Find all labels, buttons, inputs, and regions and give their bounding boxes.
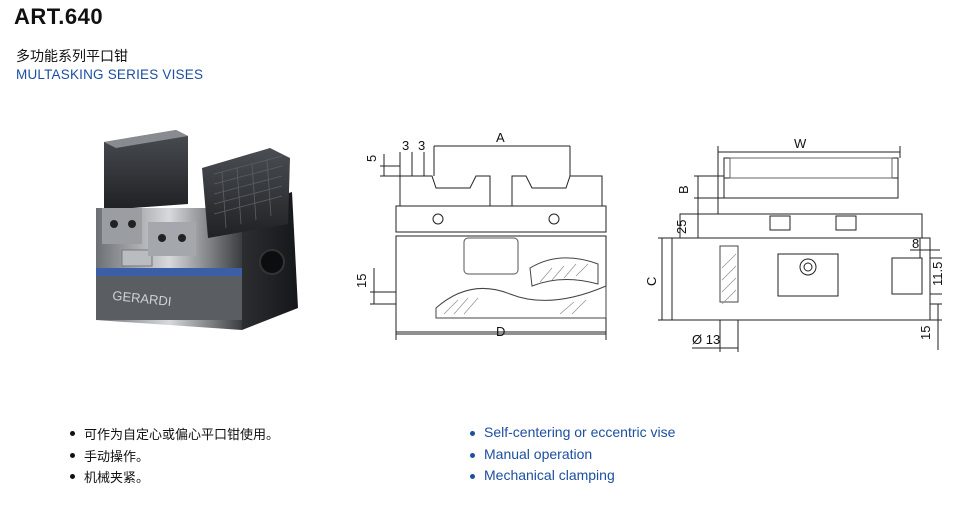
brand-engraving: GERARDI [112, 288, 172, 309]
dim-label-dia-13: Ø 13 [692, 332, 720, 347]
bullet-dot-icon [70, 452, 75, 458]
features-list-en: Self-centering or eccentric vise Manual … [470, 424, 675, 489]
dim-label-3-right: 3 [418, 138, 425, 153]
dim-label-d: D [496, 324, 505, 339]
dim-label-15-right: 15 [918, 326, 933, 340]
dim-label-8: 8 [912, 236, 919, 251]
feature-item-en: Mechanical clamping [470, 467, 675, 489]
bullet-dot-icon [470, 452, 475, 458]
vise-product-photo: GERARDI [96, 130, 298, 330]
bullet-dot-icon [70, 474, 75, 479]
front-view [395, 175, 607, 335]
side-view [671, 157, 931, 321]
dim-label-a: A [496, 130, 505, 145]
feature-item-en: Self-centering or eccentric vise [470, 424, 675, 446]
series-title-en: MULTASKING SERIES VISES [16, 67, 204, 82]
dim-label-c: C [644, 277, 659, 286]
bullet-dot-icon [470, 431, 475, 436]
feature-item-cn: 手动操作。 [70, 446, 279, 468]
feature-item-en: Manual operation [470, 446, 675, 468]
dim-label-25: 25 [674, 220, 689, 234]
dim-label-w: W [794, 136, 807, 151]
features-list-cn: 可作为自定心或偏心平口钳使用。 手动操作。 机械夹紧。 [70, 424, 279, 489]
dim-label-15-left: 15 [354, 274, 369, 288]
article-number: ART.640 [14, 4, 104, 29]
technical-drawing: 3 3 5 A 15 D W B 25 C 8 11.5 15 Ø 13 [354, 130, 945, 352]
feature-item-cn: 机械夹紧。 [70, 467, 279, 489]
series-title-cn: 多功能系列平口钳 [16, 49, 128, 65]
feature-item-cn: 可作为自定心或偏心平口钳使用。 [70, 424, 279, 446]
dim-label-11-5: 11.5 [930, 262, 945, 286]
dim-label-5: 5 [364, 155, 379, 162]
bullet-dot-icon [70, 431, 75, 436]
dim-label-b: B [676, 185, 691, 194]
dim-label-3-left: 3 [402, 138, 409, 153]
clamp-screw-socket [259, 249, 285, 275]
bullet-dot-icon [470, 474, 475, 479]
